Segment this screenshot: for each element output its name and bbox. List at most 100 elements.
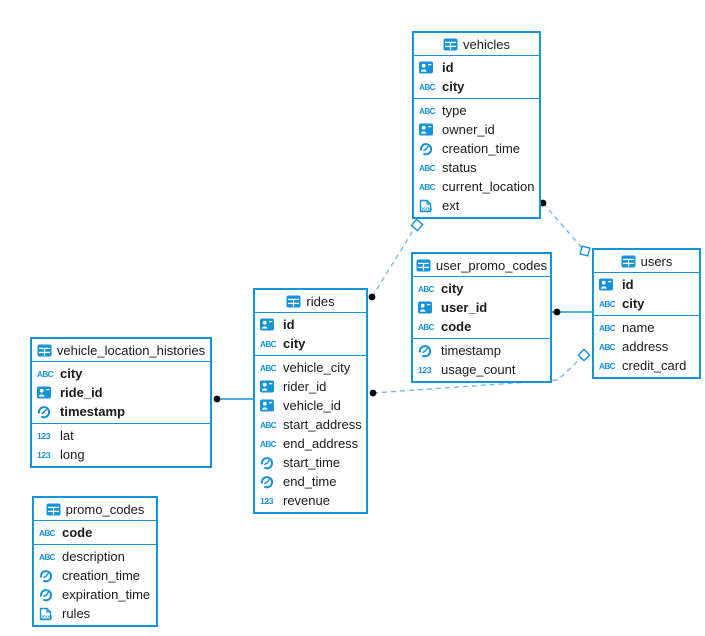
id-badge-icon — [418, 301, 437, 314]
field-row-city[interactable]: ABC city — [414, 77, 539, 96]
field-row-timestamp[interactable]: timestamp — [32, 402, 210, 421]
id-badge-icon — [419, 61, 438, 74]
table-header[interactable]: vehicle_location_histories — [32, 339, 210, 362]
table-header[interactable]: promo_codes — [34, 498, 156, 521]
table-header[interactable]: users — [594, 250, 699, 273]
field-row-id[interactable]: id — [414, 58, 539, 77]
field-label: city — [283, 336, 306, 351]
table-icon — [286, 295, 301, 308]
id-badge-icon — [37, 386, 56, 399]
table-header[interactable]: vehicles — [414, 33, 539, 56]
field-row-creation_time[interactable]: creation_time — [414, 139, 539, 158]
relation-dot-marker — [539, 199, 547, 207]
field-row-timestamp[interactable]: timestamp — [413, 341, 550, 360]
field-label: type — [442, 103, 467, 118]
abc-icon: ABC — [37, 368, 56, 379]
field-row-start_time[interactable]: start_time — [255, 453, 366, 472]
field-row-end_time[interactable]: end_time — [255, 472, 366, 491]
relation-diamond-marker — [410, 218, 424, 232]
relation-diamond-marker — [579, 245, 591, 257]
table-header[interactable]: user_promo_codes — [413, 254, 550, 277]
field-label: owner_id — [442, 122, 495, 137]
abc-icon: ABC — [419, 105, 438, 116]
field-label: id — [622, 277, 634, 292]
svg-text:ABC: ABC — [260, 340, 277, 349]
field-row-type[interactable]: ABC type — [414, 101, 539, 120]
field-row-owner_id[interactable]: owner_id — [414, 120, 539, 139]
field-row-creation_time[interactable]: creation_time — [34, 566, 156, 585]
number-123-icon: 123 — [418, 364, 437, 375]
svg-text:ABC: ABC — [418, 285, 435, 294]
field-row-city[interactable]: ABC city — [32, 364, 210, 383]
table-header[interactable]: rides — [255, 290, 366, 313]
field-label: timestamp — [441, 343, 501, 358]
relation-rides-to-vehicles[interactable] — [371, 228, 415, 298]
field-row-city[interactable]: ABC city — [255, 334, 366, 353]
abc-icon: ABC — [260, 419, 279, 430]
svg-text:ABC: ABC — [419, 83, 436, 92]
number-123-icon: 123 — [37, 449, 56, 460]
table-icon — [443, 38, 458, 51]
field-label: address — [622, 339, 669, 354]
field-label: credit_card — [622, 358, 687, 373]
field-label: user_id — [441, 300, 488, 315]
field-row-id[interactable]: id — [255, 315, 366, 334]
relation-vehicles-to-users[interactable] — [542, 202, 583, 249]
field-label: id — [283, 317, 295, 332]
id-badge-icon — [260, 318, 279, 331]
field-row-credit_card[interactable]: ABC credit_card — [594, 356, 699, 375]
field-row-user_id[interactable]: user_id — [413, 298, 550, 317]
field-row-vehicle_id[interactable]: vehicle_id — [255, 396, 366, 415]
field-label: creation_time — [442, 141, 521, 156]
field-label: code — [62, 525, 93, 540]
abc-icon: ABC — [419, 81, 438, 92]
abc-icon: ABC — [39, 551, 58, 562]
field-label: city — [60, 366, 83, 381]
field-row-expiration_time[interactable]: expiration_time — [34, 585, 156, 604]
svg-text:ABC: ABC — [599, 362, 616, 371]
field-row-id[interactable]: id — [594, 275, 699, 294]
abc-icon: ABC — [260, 338, 279, 349]
svg-text:123: 123 — [37, 450, 51, 460]
id-badge-icon — [260, 380, 279, 393]
field-row-ride_id[interactable]: ride_id — [32, 383, 210, 402]
svg-text:ABC: ABC — [260, 440, 277, 449]
clock-icon — [39, 569, 58, 583]
svg-text:ABC: ABC — [260, 421, 277, 430]
field-label: expiration_time — [62, 587, 151, 602]
number-123-icon: 123 — [260, 495, 279, 506]
id-badge-icon — [419, 123, 438, 136]
field-row-rider_id[interactable]: rider_id — [255, 377, 366, 396]
field-label: current_location — [442, 179, 535, 194]
field-label: city — [442, 79, 465, 94]
